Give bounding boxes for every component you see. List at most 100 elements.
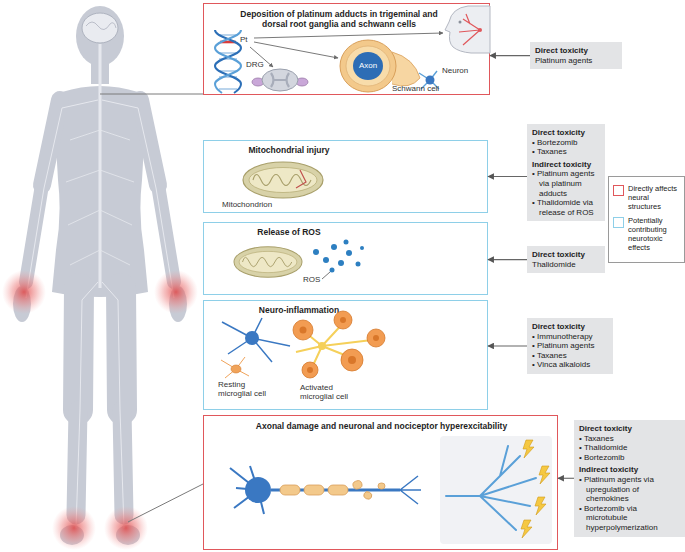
silhouette bbox=[13, 6, 187, 545]
part-label: Mitochondrion bbox=[222, 200, 272, 209]
legend-text: Potentially contributing neurotoxic effe… bbox=[628, 216, 680, 252]
drug-item: • Vinca alkaloids bbox=[532, 360, 608, 370]
connector-arrow bbox=[558, 478, 574, 479]
nociceptor-endings bbox=[446, 446, 536, 530]
dna-helix bbox=[215, 30, 241, 93]
nerve bbox=[102, 100, 174, 298]
myelin-layer bbox=[346, 46, 390, 86]
soma bbox=[245, 331, 259, 345]
dna-strand bbox=[215, 30, 241, 93]
callout-heading: Direct toxicity bbox=[535, 46, 617, 56]
face-profile bbox=[445, 6, 490, 53]
microglia-body bbox=[293, 320, 313, 340]
microglia-body bbox=[367, 329, 385, 347]
dna-rung bbox=[219, 58, 237, 59]
drug-item: • Taxanes bbox=[532, 351, 608, 361]
pain-glow bbox=[52, 506, 96, 550]
trigeminal-nerve bbox=[459, 14, 480, 45]
toxicity-callout: Direct toxicity• Immunotherapy• Platinum… bbox=[527, 318, 613, 374]
myelin-fragment bbox=[378, 483, 385, 489]
resting-processes bbox=[221, 357, 249, 378]
toxicity-callout: Direct toxicity• Taxanes• Thalidomide• B… bbox=[574, 420, 685, 537]
ros-dot bbox=[338, 260, 344, 266]
legend-entry: Potentially contributing neurotoxic effe… bbox=[613, 216, 680, 252]
callout-heading: Direct toxicity bbox=[532, 128, 600, 138]
ros-particles bbox=[313, 240, 364, 273]
drug-item: • Thalidomide bbox=[579, 443, 680, 453]
drug-item: • Bortezomib bbox=[579, 453, 680, 463]
part-label: Schwann cell bbox=[392, 84, 439, 93]
nucleus bbox=[373, 335, 379, 341]
damage-crack bbox=[296, 170, 306, 188]
nucleus bbox=[307, 367, 313, 373]
callout-heading: Indirect toxicity bbox=[532, 160, 600, 170]
spinal-cord bbox=[99, 44, 102, 288]
part-label: DRG bbox=[246, 60, 264, 69]
axon-core bbox=[353, 52, 383, 80]
panel-title: Axonal damage and neuronal and nocicepto… bbox=[214, 421, 549, 431]
drug-item: • Platinum agents bbox=[532, 341, 608, 351]
dna-rung bbox=[219, 70, 237, 71]
drug-item: • Immunotherapy bbox=[532, 332, 608, 342]
mitochondrion bbox=[243, 162, 323, 198]
connector-arrow bbox=[488, 345, 527, 346]
lightning bbox=[539, 466, 550, 484]
myelin-segment bbox=[304, 485, 324, 495]
thigh bbox=[78, 288, 79, 410]
nucleus bbox=[300, 327, 307, 334]
drug-item: • Platinum agents via platinum adducts bbox=[532, 169, 600, 198]
panel-title: Mitochondrial injury bbox=[224, 145, 354, 155]
nerve bbox=[76, 282, 98, 528]
dna-rungs bbox=[219, 35, 237, 89]
dendrites bbox=[230, 466, 264, 514]
ros-dot bbox=[356, 262, 361, 267]
microglia-body bbox=[302, 362, 318, 378]
panel-title: Deposition of platinum adducts in trigem… bbox=[234, 9, 444, 29]
callout-heading: Direct toxicity bbox=[532, 322, 608, 332]
part-label: Activated microglial cell bbox=[300, 383, 366, 401]
brain bbox=[82, 13, 118, 43]
dna-rung bbox=[219, 76, 237, 77]
platinum-adduct bbox=[220, 41, 236, 44]
upper-arm bbox=[140, 100, 158, 185]
mechanism-panel: Release of ROS bbox=[203, 222, 488, 295]
grey-matter bbox=[271, 73, 289, 87]
mechanism-panel: Deposition of platinum adducts in trigem… bbox=[203, 3, 490, 95]
astrocyte bbox=[318, 342, 326, 350]
resting-microglia bbox=[231, 365, 241, 373]
legend-box: Directly affects neural structuresPotent… bbox=[608, 176, 685, 263]
dna-strand bbox=[215, 30, 241, 93]
nerve bbox=[102, 282, 124, 528]
axon bbox=[271, 489, 400, 492]
axon-terminal bbox=[400, 476, 421, 504]
ros-dot bbox=[360, 246, 364, 250]
forearm bbox=[158, 185, 174, 282]
toxicity-callout: Direct toxicity• Bortezomib• TaxanesIndi… bbox=[527, 124, 605, 221]
mitochondrion bbox=[234, 247, 302, 278]
part-label: Pt bbox=[240, 35, 248, 44]
pain-glow bbox=[104, 506, 148, 550]
myelin-segment bbox=[280, 485, 300, 495]
dna-rung bbox=[219, 52, 237, 53]
nucleus bbox=[340, 317, 346, 323]
neuron-and-glia bbox=[221, 311, 385, 378]
schwann-cell-body bbox=[392, 52, 420, 86]
callout-heading: Direct toxicity bbox=[532, 250, 600, 260]
legend-entry: Directly affects neural structures bbox=[613, 184, 680, 211]
nucleus bbox=[348, 356, 356, 364]
drug-item: • Taxanes bbox=[579, 434, 680, 444]
leader-line bbox=[100, 94, 203, 95]
myelin-fragment bbox=[363, 491, 373, 501]
legend-swatch bbox=[613, 217, 624, 228]
panel-title: Neuro-inflammation bbox=[234, 305, 364, 315]
drg-lobe bbox=[296, 78, 308, 86]
ros-dot bbox=[330, 268, 335, 273]
skin-patch bbox=[440, 436, 552, 544]
microglia-nuclei bbox=[300, 317, 380, 373]
myelin-sheath bbox=[340, 40, 396, 92]
callout-heading: Indirect toxicity bbox=[579, 465, 680, 475]
ros-dot bbox=[344, 240, 349, 245]
legend-swatch bbox=[613, 185, 624, 196]
legend-text: Directly affects neural structures bbox=[628, 184, 680, 211]
part-label: ROS bbox=[303, 275, 320, 284]
